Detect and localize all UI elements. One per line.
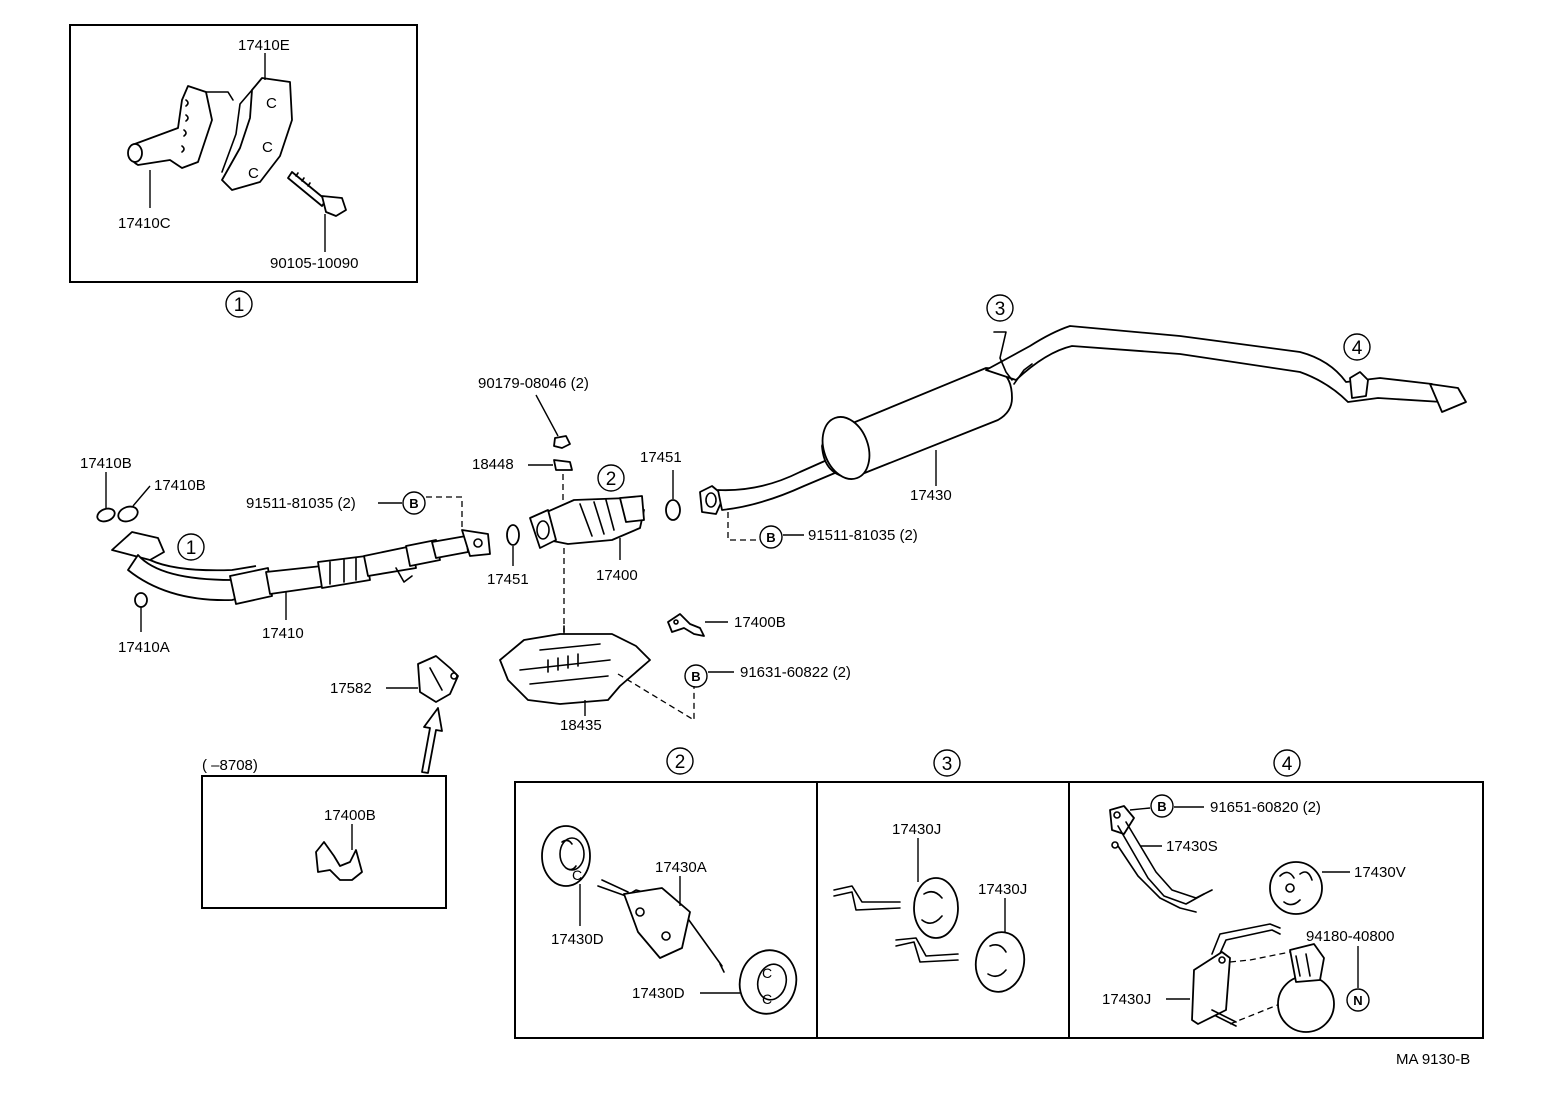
label-17400b: 17400B bbox=[734, 614, 786, 631]
label-91511-81035-left: 91511-81035 (2) bbox=[246, 495, 356, 512]
detail-box-2-3-4 bbox=[514, 781, 1484, 1039]
svg-text:C: C bbox=[262, 139, 273, 156]
label-17430j-sec3-b: 17430J bbox=[978, 881, 1027, 898]
svg-text:B: B bbox=[691, 669, 700, 684]
svg-text:B: B bbox=[409, 496, 418, 511]
gasket-17451-right-drawing bbox=[665, 499, 681, 521]
circle-marker-2-converter: 2 bbox=[597, 464, 625, 492]
nut-17410a-drawing bbox=[134, 592, 148, 608]
tail-pipe-17430-drawing bbox=[699, 325, 1467, 515]
svg-text:4: 4 bbox=[1352, 338, 1363, 359]
label-94180-40800: 94180-40800 bbox=[1306, 928, 1394, 945]
bracket-17582-drawing bbox=[417, 655, 459, 703]
svg-text:B: B bbox=[766, 530, 775, 545]
bracket-17430s-drawing bbox=[1109, 805, 1213, 913]
detail-box-8708 bbox=[201, 775, 447, 909]
circle-marker-2-detail: 2 bbox=[666, 747, 694, 775]
label-17430j-sec4: 17430J bbox=[1102, 991, 1151, 1008]
label-8708: ( –8708) bbox=[202, 757, 258, 774]
circle-marker-1-pipe: 1 bbox=[177, 533, 205, 561]
gasket-17451-left-drawing bbox=[506, 524, 520, 546]
svg-text:C: C bbox=[266, 95, 277, 112]
hanger-17430v-drawing bbox=[1269, 861, 1323, 915]
circle-marker-3-detail: 3 bbox=[933, 749, 961, 777]
converter-17400-drawing bbox=[529, 495, 645, 549]
bracket-17400b-box-drawing bbox=[315, 841, 363, 881]
svg-text:N: N bbox=[1353, 993, 1362, 1008]
svg-text:3: 3 bbox=[942, 754, 953, 775]
circle-marker-4-pipe: 4 bbox=[1343, 333, 1371, 361]
svg-text:C: C bbox=[762, 965, 772, 981]
svg-text:C: C bbox=[248, 165, 259, 182]
label-90179-08046: 90179-08046 (2) bbox=[478, 375, 589, 392]
circle-marker-4-detail: 4 bbox=[1273, 749, 1301, 777]
circle-marker-b-left: B bbox=[402, 491, 426, 515]
clamp-94180-drawing bbox=[1277, 943, 1335, 1033]
label-17400: 17400 bbox=[596, 567, 638, 584]
bracket-17400b-drawing bbox=[667, 613, 705, 637]
hanger-17430d-upper-drawing: C bbox=[541, 825, 591, 887]
label-17410c: 17410C bbox=[118, 215, 171, 232]
label-17451-left: 17451 bbox=[487, 571, 529, 588]
label-18448: 18448 bbox=[472, 456, 514, 473]
bracket-17410e-drawing: C C C bbox=[221, 77, 293, 191]
gasket-17410b-drawing bbox=[96, 505, 139, 523]
detail-box-1 bbox=[69, 24, 418, 283]
circle-marker-b-91651: B bbox=[1150, 794, 1174, 818]
circle-marker-n: N bbox=[1346, 988, 1370, 1012]
label-91631-60822: 91631-60822 (2) bbox=[740, 664, 851, 681]
clip-18448-drawing bbox=[553, 459, 573, 471]
front-pipe-17410-drawing bbox=[111, 529, 491, 605]
label-17410: 17410 bbox=[262, 625, 304, 642]
label-17410e: 17410E bbox=[238, 37, 290, 54]
svg-text:1: 1 bbox=[234, 295, 245, 316]
label-17582: 17582 bbox=[330, 680, 372, 697]
arrow-to-17582 bbox=[421, 707, 443, 774]
label-91511-81035-right: 91511-81035 (2) bbox=[808, 527, 918, 544]
bolt-90105-drawing bbox=[287, 171, 347, 217]
svg-text:C: C bbox=[572, 867, 582, 883]
label-17451-right: 17451 bbox=[640, 449, 682, 466]
svg-text:2: 2 bbox=[675, 752, 686, 773]
label-17430s: 17430S bbox=[1166, 838, 1218, 855]
label-17410a: 17410A bbox=[118, 639, 170, 656]
svg-text:4: 4 bbox=[1282, 754, 1293, 775]
label-18435: 18435 bbox=[560, 717, 602, 734]
circle-marker-b-right: B bbox=[759, 525, 783, 549]
hanger-17430j-sec3-b-drawing bbox=[895, 931, 1026, 993]
svg-text:3: 3 bbox=[995, 299, 1006, 320]
hanger-17430j-sec3-a-drawing bbox=[833, 877, 959, 939]
svg-text:B: B bbox=[1157, 799, 1166, 814]
label-17430a: 17430A bbox=[655, 859, 707, 876]
label-17430j-sec3-a: 17430J bbox=[892, 821, 941, 838]
diagram-code: MA 9130-B bbox=[1396, 1051, 1470, 1068]
svg-text:2: 2 bbox=[606, 469, 617, 490]
circle-marker-3-pipe: 3 bbox=[986, 294, 1014, 322]
heat-insulator-18435-drawing bbox=[499, 625, 651, 705]
label-17430d-upper: 17430D bbox=[551, 931, 604, 948]
label-91651-60820: 91651-60820 (2) bbox=[1210, 799, 1321, 816]
label-17430: 17430 bbox=[910, 487, 952, 504]
bracket-17410c-drawing bbox=[127, 85, 234, 169]
svg-text:C: C bbox=[762, 991, 772, 1007]
circle-marker-1-detail: 1 bbox=[225, 290, 253, 318]
bracket-17430j-sec4-drawing bbox=[1191, 923, 1281, 1027]
label-17430v: 17430V bbox=[1354, 864, 1406, 881]
label-17410b-1: 17410B bbox=[80, 455, 132, 472]
bracket-17430a-drawing bbox=[597, 879, 725, 973]
circle-marker-b-91631: B bbox=[684, 664, 708, 688]
hanger-17430d-lower-drawing: C C bbox=[738, 949, 798, 1015]
label-17410b-2: 17410B bbox=[154, 477, 206, 494]
svg-text:1: 1 bbox=[186, 538, 197, 559]
label-90105-10090: 90105-10090 bbox=[270, 255, 358, 272]
label-17430d-lower: 17430D bbox=[632, 985, 685, 1002]
nut-90179-drawing bbox=[553, 435, 571, 449]
label-17400b-box: 17400B bbox=[324, 807, 376, 824]
